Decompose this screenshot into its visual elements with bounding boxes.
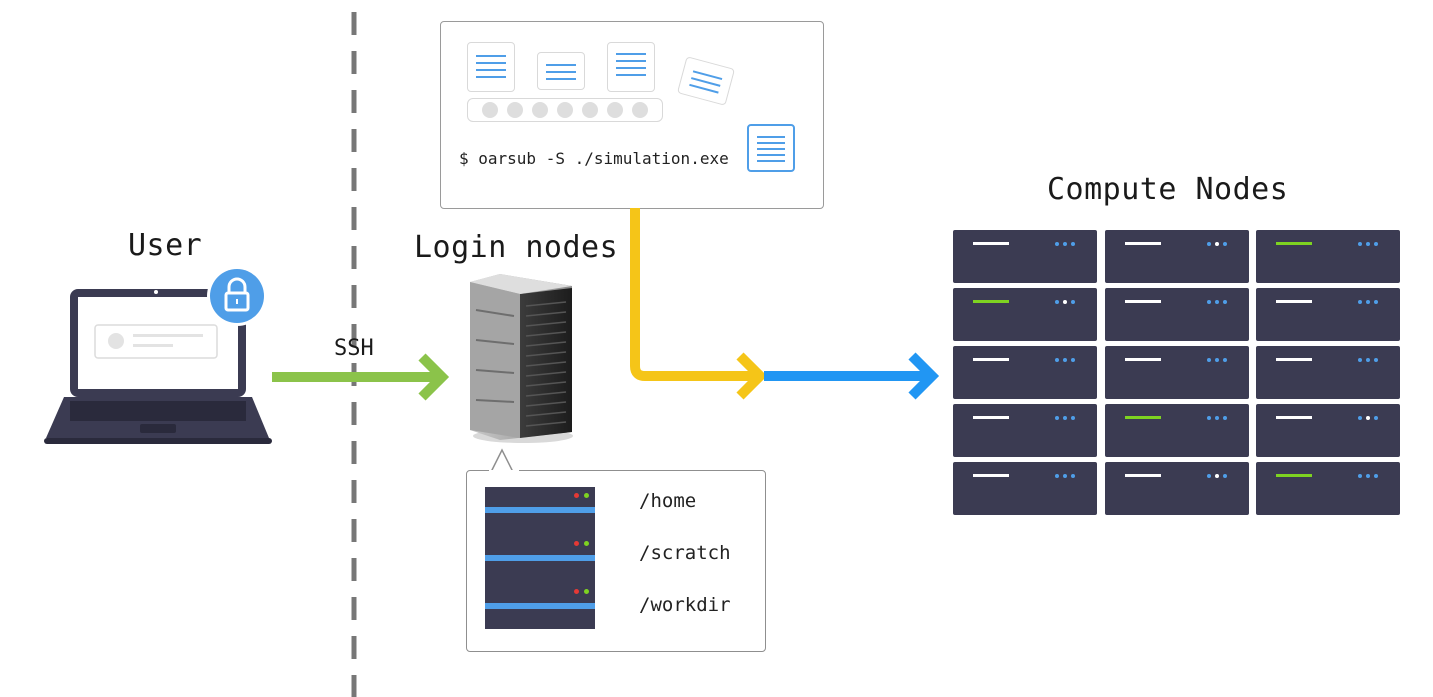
ssh-arrow — [272, 353, 450, 401]
node-status-led — [1125, 474, 1161, 477]
compute-rack — [953, 230, 1401, 518]
node-activity-dots — [1207, 242, 1229, 246]
ssh-label: SSH — [334, 336, 374, 361]
compute-node — [1256, 346, 1400, 399]
node-activity-dots — [1055, 300, 1077, 304]
job-doc-icon — [607, 42, 655, 92]
compute-node — [1105, 288, 1249, 341]
node-status-led — [1276, 358, 1312, 361]
login-server-icon — [470, 274, 573, 443]
job-doc-icon — [676, 56, 736, 106]
node-status-led — [973, 358, 1009, 361]
login-nodes-label: Login nodes — [414, 230, 619, 265]
node-activity-dots — [1207, 416, 1229, 420]
node-status-led — [1276, 474, 1312, 477]
node-activity-dots — [1358, 358, 1380, 362]
node-activity-dots — [1207, 300, 1229, 304]
storage-disk — [485, 583, 595, 629]
compute-node — [1105, 462, 1249, 515]
compute-nodes-label: Compute Nodes — [1047, 172, 1289, 207]
job-panel: $ oarsub -S ./simulation.exe — [440, 21, 824, 209]
storage-path-workdir: /workdir — [639, 594, 731, 616]
node-activity-dots — [1358, 300, 1380, 304]
laptop-icon — [44, 289, 272, 444]
compute-node — [1256, 404, 1400, 457]
lock-icon — [207, 266, 267, 326]
compute-node — [1105, 404, 1249, 457]
compute-node — [1256, 462, 1400, 515]
node-status-led — [1276, 242, 1312, 245]
bubble-pointer — [489, 448, 519, 474]
node-activity-dots — [1207, 358, 1229, 362]
dispatch-arrow — [764, 352, 940, 400]
storage-disk — [485, 487, 595, 535]
job-doc-icon — [467, 42, 515, 92]
node-status-led — [1125, 242, 1161, 245]
node-activity-dots — [1207, 474, 1229, 478]
node-activity-dots — [1358, 416, 1380, 420]
node-status-led — [973, 474, 1009, 477]
compute-node — [1256, 230, 1400, 283]
job-doc-icon — [537, 52, 585, 90]
compute-node — [1105, 346, 1249, 399]
node-status-led — [973, 242, 1009, 245]
node-activity-dots — [1358, 242, 1380, 246]
storage-bubble: /home /scratch /workdir — [466, 448, 766, 652]
node-activity-dots — [1055, 416, 1077, 420]
node-status-led — [1125, 358, 1161, 361]
compute-node — [953, 404, 1097, 457]
compute-node — [1256, 288, 1400, 341]
node-status-led — [973, 416, 1009, 419]
storage-path-home: /home — [639, 490, 697, 512]
node-activity-dots — [1055, 242, 1077, 246]
node-status-led — [1125, 416, 1161, 419]
node-activity-dots — [1358, 474, 1380, 478]
node-activity-dots — [1055, 474, 1077, 478]
user-label: User — [128, 228, 203, 263]
compute-node — [953, 230, 1097, 283]
node-status-led — [973, 300, 1009, 303]
storage-path-scratch: /scratch — [639, 542, 731, 564]
submit-arrow — [630, 208, 768, 400]
node-status-led — [1125, 300, 1161, 303]
compute-node — [953, 346, 1097, 399]
node-status-led — [1276, 416, 1312, 419]
submitted-job-icon — [747, 124, 795, 172]
job-queue — [467, 98, 663, 122]
job-command-text: $ oarsub -S ./simulation.exe — [459, 149, 729, 168]
node-activity-dots — [1055, 358, 1077, 362]
node-status-led — [1276, 300, 1312, 303]
compute-node — [953, 462, 1097, 515]
compute-node — [953, 288, 1097, 341]
compute-node — [1105, 230, 1249, 283]
storage-disk — [485, 535, 595, 583]
